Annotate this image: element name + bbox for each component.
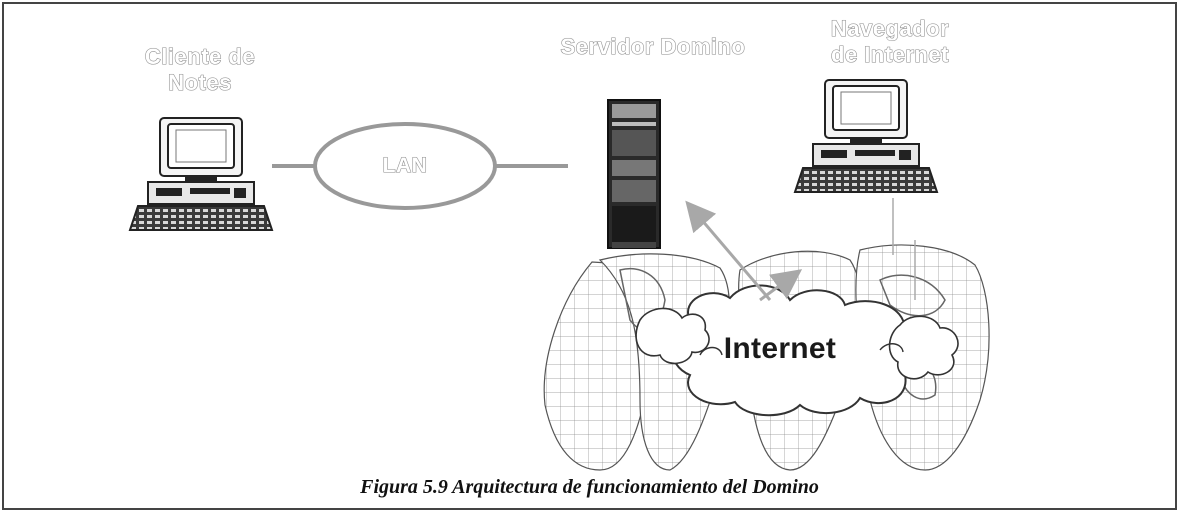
lan-link xyxy=(272,122,568,210)
desktop-computer-icon xyxy=(793,79,939,193)
internet-label: Internet xyxy=(723,332,837,365)
arrow-icon xyxy=(759,269,803,302)
client-label: Cliente de Notes xyxy=(144,43,256,95)
figure-border xyxy=(2,2,1177,510)
server-tower-icon xyxy=(607,99,661,249)
figure-caption: Figura 5.9 Arquitectura de funcionamient… xyxy=(360,476,819,498)
arrow-icon xyxy=(685,200,772,301)
server-label: Servidor Domino xyxy=(560,33,746,59)
cloud-icon xyxy=(635,284,959,417)
desktop-computer-icon xyxy=(128,117,274,231)
browser-label: Navegador de Internet xyxy=(830,15,950,67)
lan-label: LAN xyxy=(382,153,428,177)
